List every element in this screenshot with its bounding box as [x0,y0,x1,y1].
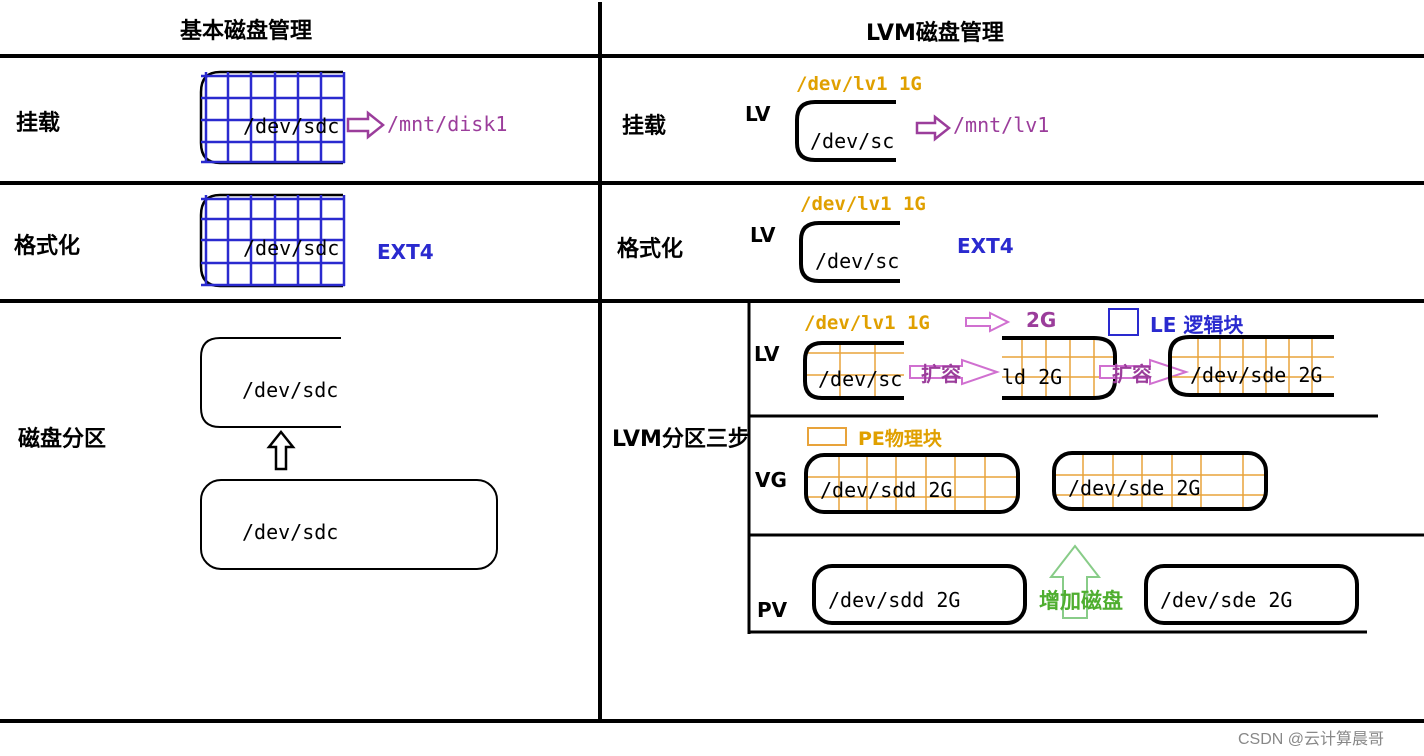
add-disk-label: 增加磁盘 [1039,589,1123,613]
vg-box-1: /dev/sdd 2G [804,453,1020,514]
basic-mount-target: /mnt/disk1 [387,112,507,136]
basic-format-disk: /dev/sdc [199,193,346,288]
add-disk-arrow-icon [1048,544,1102,619]
lv-box-3: /dev/sde 2G [1168,335,1334,397]
header-basic: 基本磁盘管理 [180,18,312,44]
lv-box-1: /dev/sc [803,341,904,400]
pv-box-1: /dev/sdd 2G [812,564,1027,625]
lvm-mount-dev: /dev/sc [810,129,894,153]
le-legend-label: LE 逻辑块 [1150,313,1244,337]
blue-grid [201,72,346,164]
vg-box-2: /dev/sde 2G [1052,451,1268,511]
arrow-up-icon [266,429,296,471]
row-label-mount: 挂载 [16,110,60,136]
lv-box-2-dev: ld 2G [1002,365,1062,389]
pv-box-2-dev: /dev/sde 2G [1160,588,1292,612]
vg-box-2-dev: /dev/sde 2G [1068,476,1200,500]
lvm-layer-pv: PV [757,598,788,622]
expand-label-2: 扩容 [1112,362,1152,386]
lvm-layer-vg: VG [755,468,787,492]
lv-box-3-dev: /dev/sde 2G [1190,363,1322,387]
expand-label-1: 扩容 [921,362,961,386]
lvm-layer-lv: LV [754,342,780,366]
lvm-mount-target: /mnt/lv1 [953,113,1049,137]
header-lvm: LVM磁盘管理 [866,20,1004,46]
lv-box-2: ld 2G [1002,336,1117,400]
le-legend-swatch [1108,308,1139,336]
lvm-steps-frame [747,300,1424,634]
basic-partition-bottom-disk: /dev/sdc [200,479,498,570]
table-grid [0,2,1424,723]
lvm-part-lv-size2: 2G [1026,308,1056,332]
lvm-format-lv-name: /dev/lv1 1G [800,193,926,215]
vg-box-1-dev: /dev/sdd 2G [820,478,952,502]
lvm-format-disk: /dev/sc [799,221,900,283]
lvm-part-lv-name: /dev/lv1 1G [804,312,930,334]
basic-format-dev: /dev/sdc [243,236,339,260]
lv-box-1-dev: /dev/sc [818,367,902,391]
pv-box-2: /dev/sde 2G [1144,564,1359,625]
lvm-mount-layer-lv: LV [745,102,771,126]
row-label-lvm-format: 格式化 [617,236,683,262]
basic-mount-dev: /dev/sdc [243,114,339,138]
basic-partition-top-disk: /dev/sdc [200,337,341,428]
expand-arrow-1-icon [909,358,1001,386]
arrow-right-icon [346,110,386,140]
row-label-format: 格式化 [14,233,80,259]
row-label-lvm-partition: LVM分区三步 [612,426,750,452]
blue-grid [201,195,346,287]
lvm-format-dev: /dev/sc [815,249,899,273]
lvm-format-fs: EXT4 [957,234,1014,258]
watermark: CSDN @云计算晨哥 [1238,729,1384,748]
basic-partition-bottom-dev: /dev/sdc [242,520,338,544]
basic-partition-top-dev: /dev/sdc [242,378,338,402]
arrow-right-icon [915,114,952,142]
row-label-partition: 磁盘分区 [18,426,106,452]
row-label-lvm-mount: 挂载 [622,113,666,139]
lvm-format-layer-lv: LV [750,223,776,247]
lvm-mount-lv-name: /dev/lv1 1G [796,73,922,95]
pe-legend-label: PE物理块 [858,427,943,450]
pe-legend-swatch [807,427,847,446]
pv-box-1-dev: /dev/sdd 2G [828,588,960,612]
arrow-right-icon [965,311,1011,333]
basic-format-fs: EXT4 [377,240,434,264]
expand-arrow-2-icon [1099,358,1190,386]
lvm-mount-disk: /dev/sc [795,100,896,162]
basic-mount-disk: /dev/sdc [199,70,346,165]
